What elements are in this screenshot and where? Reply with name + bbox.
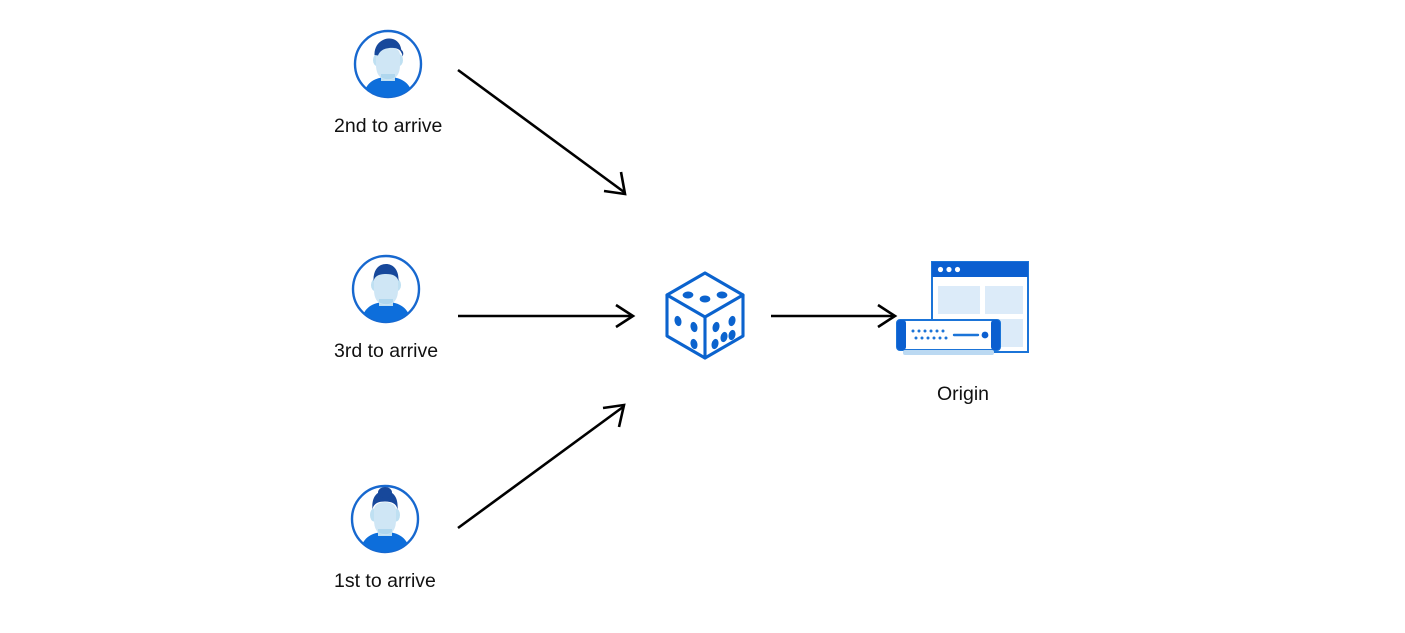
actor-label: 2nd to arrive — [334, 115, 443, 137]
server-device — [896, 319, 1001, 355]
origin-label: Origin — [936, 383, 990, 405]
actor-label: 1st to arrive — [334, 570, 436, 592]
actor-node-2nd[interactable]: 2nd to arrive — [334, 27, 442, 137]
origin-node[interactable]: Origin — [893, 258, 1033, 405]
avatar — [348, 482, 422, 556]
actor-node-3rd[interactable]: 3rd to arrive — [334, 252, 438, 362]
arrow-1st-to-dice — [457, 403, 626, 530]
arrow-2nd-to-dice — [457, 68, 627, 196]
arrow-3rd-to-dice — [458, 303, 636, 329]
actor-label: 3rd to arrive — [334, 340, 439, 362]
arrow-dice-to-origin — [771, 303, 898, 329]
actor-node-1st[interactable]: 1st to arrive — [334, 482, 436, 592]
origin-server-icon — [893, 258, 1033, 368]
avatar — [351, 27, 425, 101]
dice-icon — [660, 268, 750, 367]
avatar — [349, 252, 423, 326]
dice-node[interactable] — [660, 268, 750, 367]
